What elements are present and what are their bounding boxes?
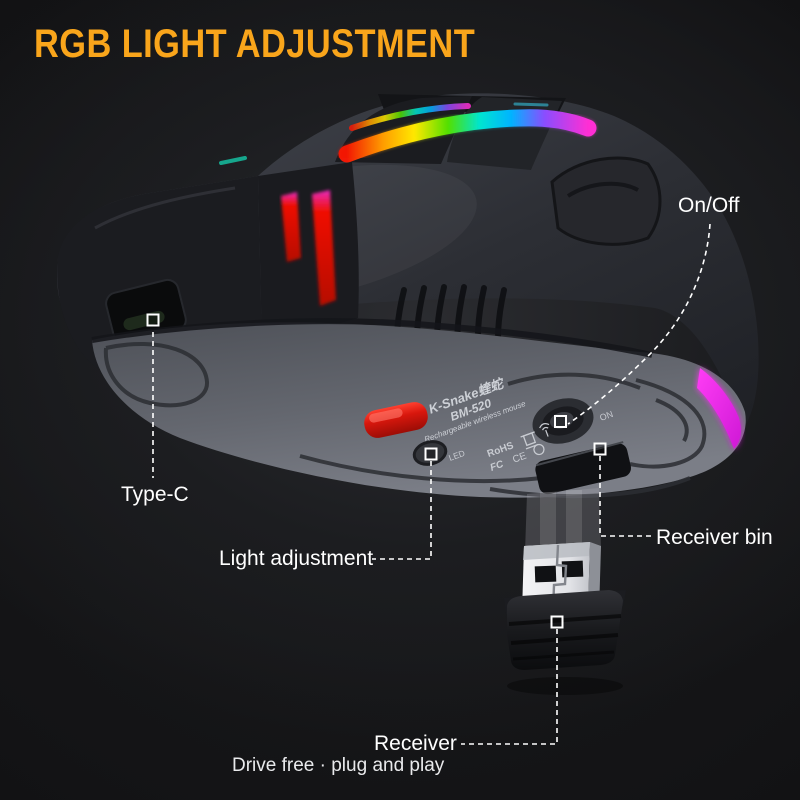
- callout-type-c: Type-C: [121, 483, 189, 506]
- usb-receiver-cap: [504, 590, 626, 670]
- mouse-bottom-face: K-Snake蝰蛇 BM-520 Rechargeable wireless m…: [91, 318, 746, 499]
- leader-on-off: [567, 223, 711, 425]
- red-pad: [364, 402, 428, 438]
- marker-light-adjustment: [424, 447, 438, 461]
- glide-grooves: [103, 342, 707, 499]
- usb-receiver: [504, 488, 626, 695]
- leader-lines: [152, 223, 711, 745]
- antenna-icon: [539, 423, 550, 437]
- teal-reflection: [219, 156, 247, 165]
- callout-receiver-tagline: Drive free · plug and play: [232, 755, 445, 776]
- marker-on-off: [554, 415, 567, 428]
- leader-markers: [146, 313, 607, 629]
- marker-type-c: [146, 313, 160, 327]
- callout-receiver: Receiver: [374, 732, 457, 755]
- receiver-ghost: [525, 488, 601, 552]
- callout-on-off: On/Off: [678, 194, 740, 217]
- red-light-strip: [312, 190, 336, 306]
- red-light-strip: [281, 192, 301, 262]
- leader-receiver: [461, 629, 558, 745]
- mouse-body: K-Snake蝰蛇 BM-520 Rechargeable wireless m…: [57, 93, 759, 499]
- fcc-text: FC: [489, 459, 506, 474]
- receiver-bin-slot[interactable]: [534, 441, 633, 496]
- front-light-panel: [258, 162, 359, 345]
- marker-receiver: [550, 615, 564, 629]
- side-button-block: [550, 156, 662, 246]
- led-button[interactable]: LED: [412, 438, 466, 467]
- callout-receiver-bin: Receiver bin: [656, 526, 773, 549]
- ce-text: CE: [511, 450, 528, 465]
- marker-receiver-bin: [593, 442, 607, 456]
- page-title: RGB LIGHT ADJUSTMENT: [34, 22, 476, 66]
- callout-light-adjustment: Light adjustment: [219, 547, 374, 570]
- recycle-icon: [533, 443, 545, 456]
- power-on-text: ON: [598, 409, 614, 423]
- rgb-reflection-sliver: [349, 103, 471, 131]
- leader-light-adjustment: [372, 461, 432, 560]
